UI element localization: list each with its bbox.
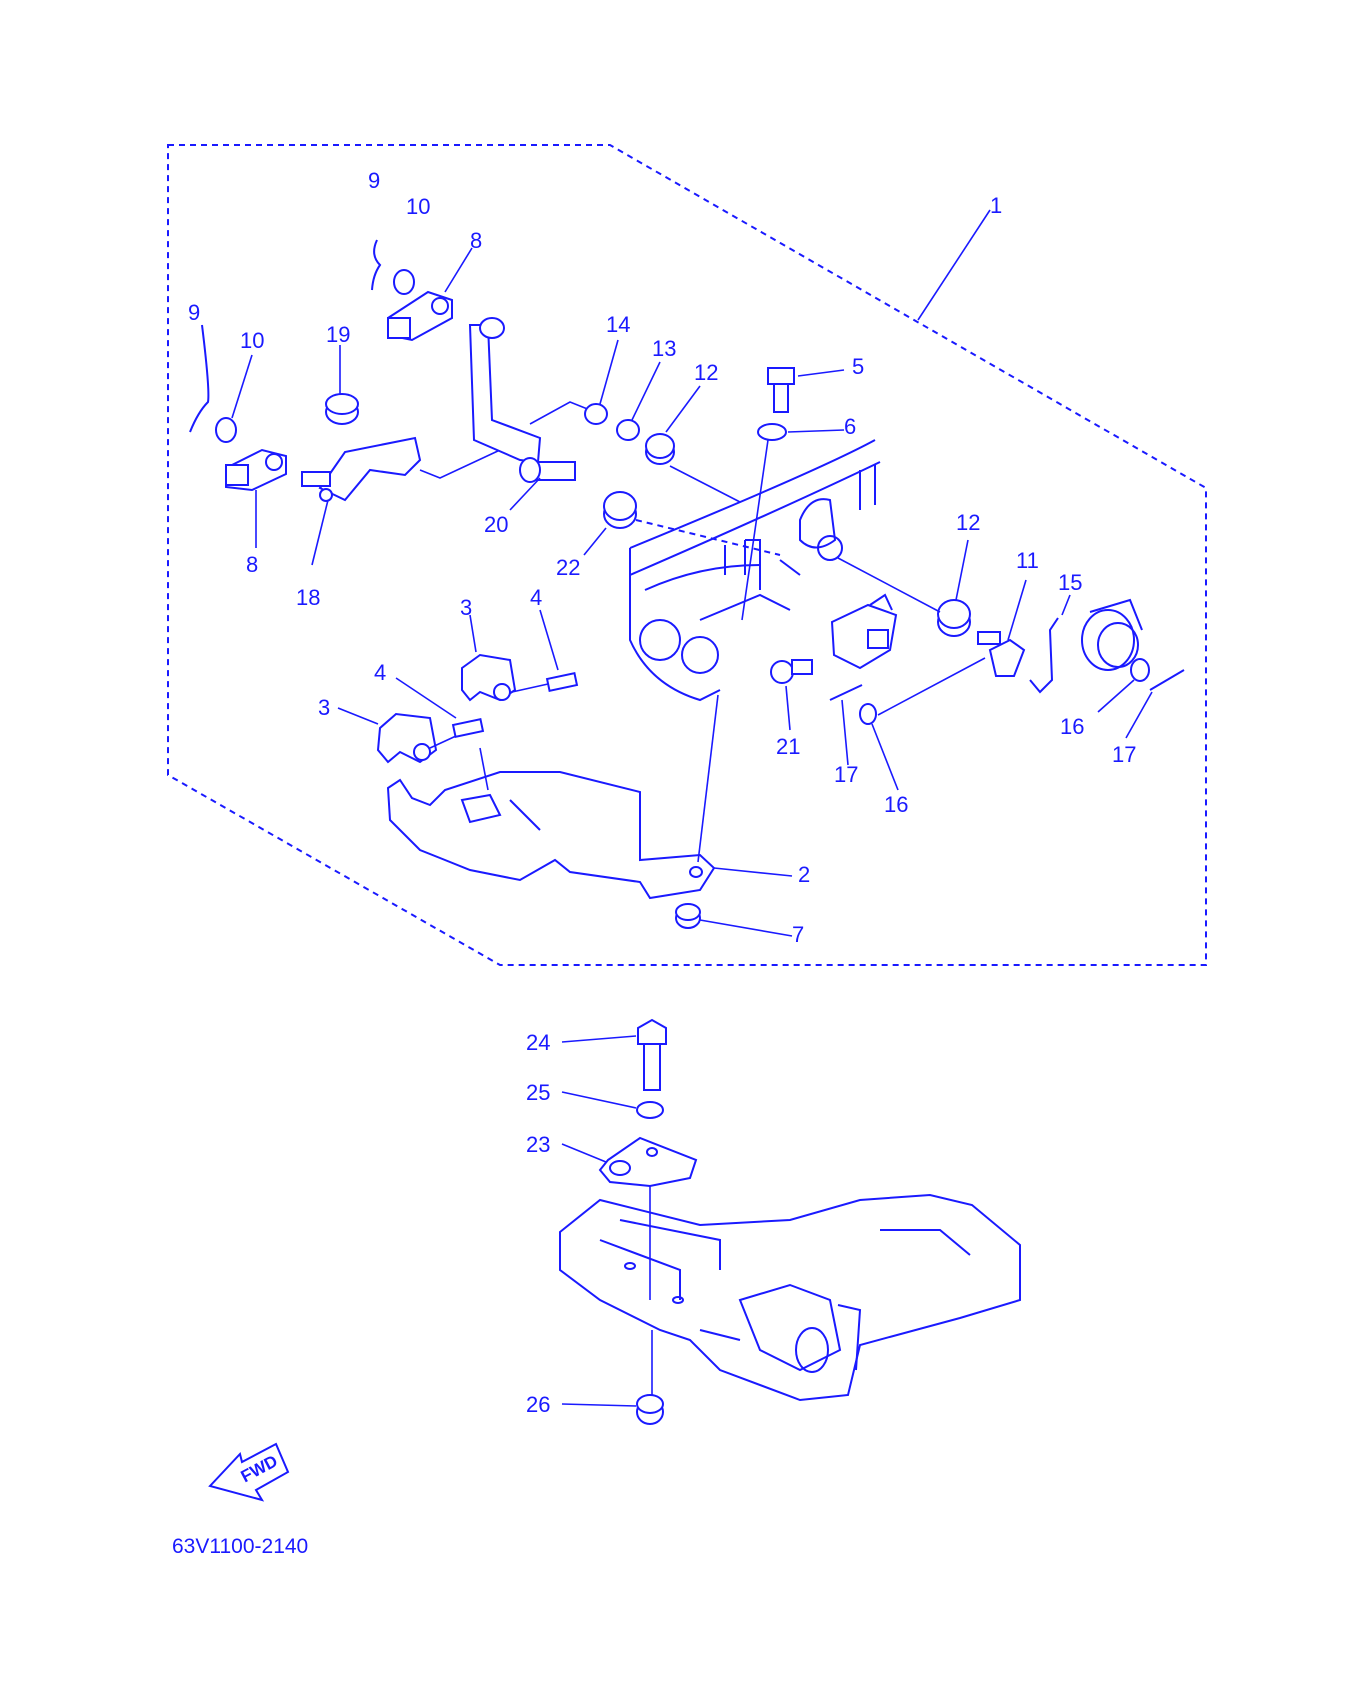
callout-19: 19 xyxy=(326,322,350,347)
part-12-right xyxy=(937,599,971,637)
part-20 xyxy=(468,317,576,483)
callout-9b: 9 xyxy=(188,300,200,325)
part-24 xyxy=(637,1018,667,1091)
part-11 xyxy=(977,631,1026,677)
callout-11: 11 xyxy=(1016,548,1039,573)
callout-16b: 16 xyxy=(884,792,908,817)
part-7 xyxy=(675,903,701,929)
callout-4a: 4 xyxy=(530,585,542,610)
part-25 xyxy=(636,1101,664,1119)
callout-8a: 8 xyxy=(470,228,482,253)
callout-labels: 1 2 3 3 4 4 5 6 7 8 8 9 9 10 10 11 12 12… xyxy=(188,168,1136,1417)
callout-1: 1 xyxy=(990,193,1002,218)
callout-22: 22 xyxy=(556,555,580,580)
callout-17a: 17 xyxy=(1112,742,1136,767)
part-12-upper xyxy=(645,433,675,465)
assembly-boundary xyxy=(167,144,1207,966)
part-9-upper xyxy=(371,239,382,291)
callout-5: 5 xyxy=(852,354,864,379)
part-15 xyxy=(1029,617,1059,694)
part-26 xyxy=(636,1394,664,1425)
part-22 xyxy=(603,491,637,529)
callout-13: 13 xyxy=(652,336,676,361)
diagram-code: 63V1100-2140 xyxy=(172,1535,308,1558)
part-5 xyxy=(767,367,795,413)
callout-3a: 3 xyxy=(460,595,472,620)
part-8-left xyxy=(225,448,287,492)
callout-24: 24 xyxy=(526,1030,550,1055)
part-4-upper xyxy=(545,672,579,692)
callout-12a: 12 xyxy=(694,360,718,385)
callout-10b: 10 xyxy=(240,328,264,353)
callout-20: 20 xyxy=(484,512,508,537)
callout-25: 25 xyxy=(526,1080,550,1105)
part-19 xyxy=(325,393,359,425)
callout-14: 14 xyxy=(606,312,630,337)
callout-18: 18 xyxy=(296,585,320,610)
part-13 xyxy=(616,419,640,441)
part-21 xyxy=(770,659,813,684)
part-18 xyxy=(301,436,422,502)
callout-17b: 17 xyxy=(834,762,858,787)
callout-21: 21 xyxy=(776,734,800,759)
part-3-lower xyxy=(376,712,438,764)
callout-6: 6 xyxy=(844,414,856,439)
callout-3b: 3 xyxy=(318,695,330,720)
cam-housing xyxy=(1081,598,1143,671)
shift-cam xyxy=(830,593,898,670)
callout-23: 23 xyxy=(526,1132,550,1157)
callout-9a: 9 xyxy=(368,168,380,193)
callout-4b: 4 xyxy=(374,660,386,685)
part-8-upper xyxy=(387,290,453,342)
part-2 xyxy=(386,771,716,900)
callout-2: 2 xyxy=(798,862,810,887)
callout-26: 26 xyxy=(526,1392,550,1417)
part-10-upper xyxy=(393,269,415,295)
part-14 xyxy=(584,403,608,425)
part-10-left xyxy=(215,417,237,443)
part-6 xyxy=(757,423,787,441)
part-3-upper xyxy=(461,653,517,702)
part-16-right xyxy=(1130,658,1150,682)
part-17-center xyxy=(829,684,863,701)
housing-outline xyxy=(629,439,881,702)
fwd-arrow-icon xyxy=(208,1442,290,1502)
part-16-center xyxy=(859,703,877,725)
callout-7: 7 xyxy=(792,922,804,947)
callout-12b: 12 xyxy=(956,510,980,535)
callout-15: 15 xyxy=(1058,570,1082,595)
part-4-lower xyxy=(451,718,485,738)
part-17-right xyxy=(1149,669,1185,691)
part-23 xyxy=(598,1136,698,1188)
clamp-bracket xyxy=(559,1193,1021,1402)
part-9-left xyxy=(189,324,210,433)
callout-16a: 16 xyxy=(1060,714,1084,739)
callout-10a: 10 xyxy=(406,194,430,219)
callout-8b: 8 xyxy=(246,552,258,577)
